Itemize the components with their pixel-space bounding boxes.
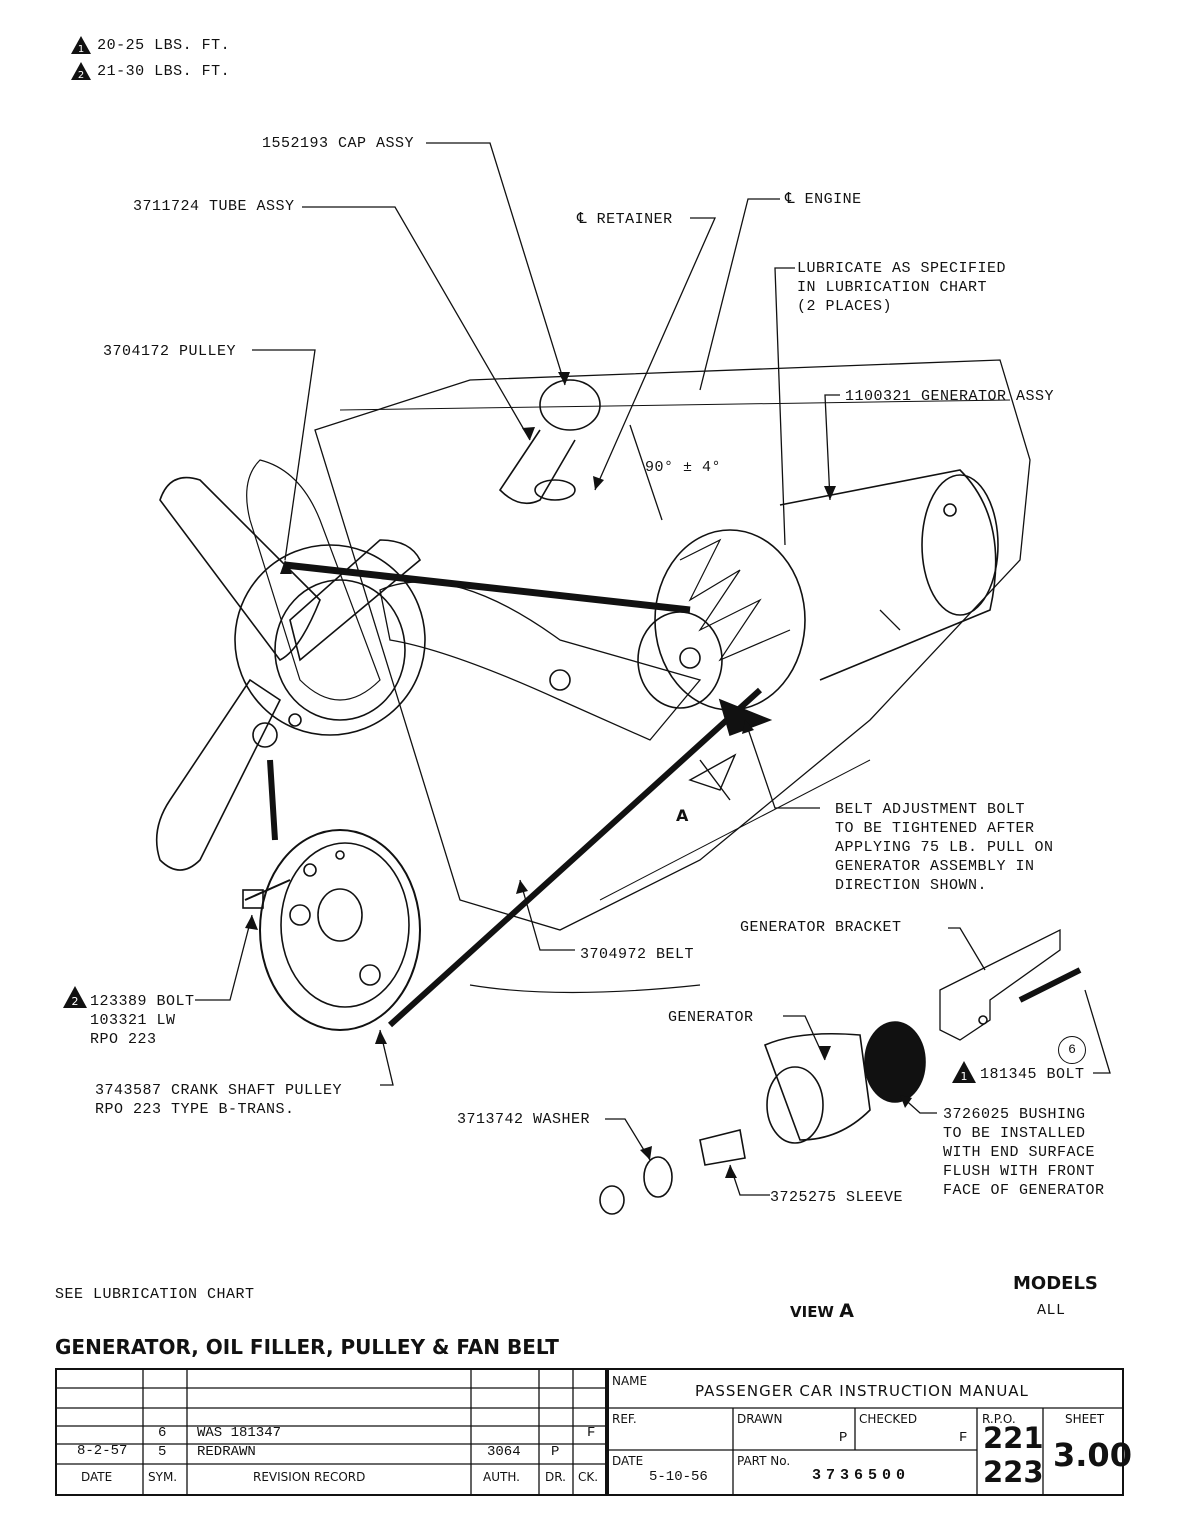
header-date: DATE xyxy=(81,1470,113,1484)
revision-auth: 3064 xyxy=(487,1444,521,1460)
svg-text:1: 1 xyxy=(78,44,84,55)
rpo-label: R.P.O. xyxy=(982,1412,1016,1426)
warning-triangle-icon: 1 xyxy=(952,1061,976,1083)
header-auth: AUTH. xyxy=(483,1470,520,1484)
torque-note-1: 1 20-25 LBS. FT. xyxy=(70,34,230,55)
revision-record: REDRAWN xyxy=(197,1444,256,1460)
svg-text:2: 2 xyxy=(72,995,79,1008)
callout-belt: 3704972 BELT xyxy=(580,946,695,963)
revision-ck: F xyxy=(587,1425,596,1441)
callout-bushing: 3726025 BUSHING TO BE INSTALLED WITH END… xyxy=(943,1106,1105,1199)
drawn-label: DRAWN xyxy=(737,1412,783,1426)
svg-text:1: 1 xyxy=(961,1070,968,1083)
revision-dr: P xyxy=(551,1444,560,1460)
warning-triangle-icon: 2 xyxy=(71,61,91,81)
sheet-value: 3.00 xyxy=(1053,1436,1132,1474)
checked-value: F xyxy=(959,1430,968,1446)
sheet-label: SHEET xyxy=(1065,1412,1105,1426)
header-dr: DR. xyxy=(545,1470,566,1484)
date-value: 5-10-56 xyxy=(649,1469,708,1485)
revision-record-table: 8-2-57 6 WAS 181347 F 5 REDRAWN 3064 P D… xyxy=(55,1368,609,1496)
callout-crank-pulley: 3743587 CRANK SHAFT PULLEY RPO 223 TYPE … xyxy=(95,1082,343,1118)
callout-tube-assy: 3711724 TUBE ASSY xyxy=(133,198,295,215)
revision-sym: 6 xyxy=(158,1425,167,1441)
callout-pulley: 3704172 PULLEY xyxy=(103,343,237,360)
view-a-marker: A xyxy=(676,806,689,825)
callout-generator-bracket: GENERATOR BRACKET xyxy=(740,919,902,936)
drawn-value: P xyxy=(839,1430,848,1446)
models-label: MODELS xyxy=(1013,1273,1098,1294)
svg-text:2: 2 xyxy=(78,70,84,81)
torque-note-2: 2 21-30 LBS. FT. xyxy=(70,60,230,81)
bolt-circle-marker: 6 xyxy=(1058,1036,1086,1064)
rpo-value-2: 223 xyxy=(983,1455,1044,1489)
revision-date: 8-2-57 xyxy=(77,1443,128,1459)
callout-generator: GENERATOR xyxy=(668,1009,754,1026)
page-title: GENERATOR, OIL FILLER, PULLEY & FAN BELT xyxy=(55,1335,559,1359)
revision-record: WAS 181347 xyxy=(197,1425,282,1441)
checked-label: CHECKED xyxy=(859,1412,918,1426)
part-label: PART No. xyxy=(737,1454,791,1468)
see-lubrication-chart: SEE LUBRICATION CHART xyxy=(55,1286,255,1303)
title-block: NAME PASSENGER CAR INSTRUCTION MANUAL RE… xyxy=(605,1368,1132,1496)
warning-triangle-icon: 2 xyxy=(63,986,87,1008)
callout-bolt-123389: 123389 BOLT 103321 LW RPO 223 xyxy=(90,993,195,1048)
callout-angle: 90° ± 4° xyxy=(645,459,722,476)
callout-lubricate: LUBRICATE AS SPECIFIED IN LUBRICATION CH… xyxy=(797,260,1007,315)
revision-sym: 5 xyxy=(158,1444,167,1460)
models-value: ALL xyxy=(1037,1302,1066,1319)
torque-note-2-text: 21-30 LBS. FT. xyxy=(97,63,231,80)
name-value: PASSENGER CAR INSTRUCTION MANUAL xyxy=(695,1382,1029,1400)
date-label: DATE xyxy=(612,1454,644,1468)
callout-generator-assy: 1100321 GENERATOR ASSY xyxy=(845,388,1055,405)
part-value: 3736500 xyxy=(812,1467,911,1484)
callout-belt-adjust: BELT ADJUSTMENT BOLT TO BE TIGHTENED AFT… xyxy=(835,801,1054,894)
table-grid xyxy=(57,1370,607,1494)
ref-label: REF. xyxy=(612,1412,637,1426)
header-sym: SYM. xyxy=(148,1470,178,1484)
callout-retainer: ℄ RETAINER xyxy=(577,211,673,228)
title-block-grid xyxy=(607,1407,1122,1494)
callout-sleeve: 3725275 SLEEVE xyxy=(770,1189,904,1206)
warning-triangle-icon: 1 xyxy=(71,35,91,55)
rpo-value-1: 221 xyxy=(983,1421,1044,1455)
torque-note-1-text: 20-25 LBS. FT. xyxy=(97,37,231,54)
callout-engine: ℄ ENGINE xyxy=(785,191,862,208)
callout-bolt-181345: 181345 BOLT xyxy=(980,1066,1085,1083)
header-ck: CK. xyxy=(578,1470,599,1484)
header-revision-record: REVISION RECORD xyxy=(253,1470,366,1484)
view-label: VIEW A xyxy=(790,1300,854,1322)
callout-cap-assy: 1552193 CAP ASSY xyxy=(262,135,415,152)
callout-washer: 3713742 WASHER xyxy=(457,1111,591,1128)
name-label: NAME xyxy=(612,1374,648,1388)
